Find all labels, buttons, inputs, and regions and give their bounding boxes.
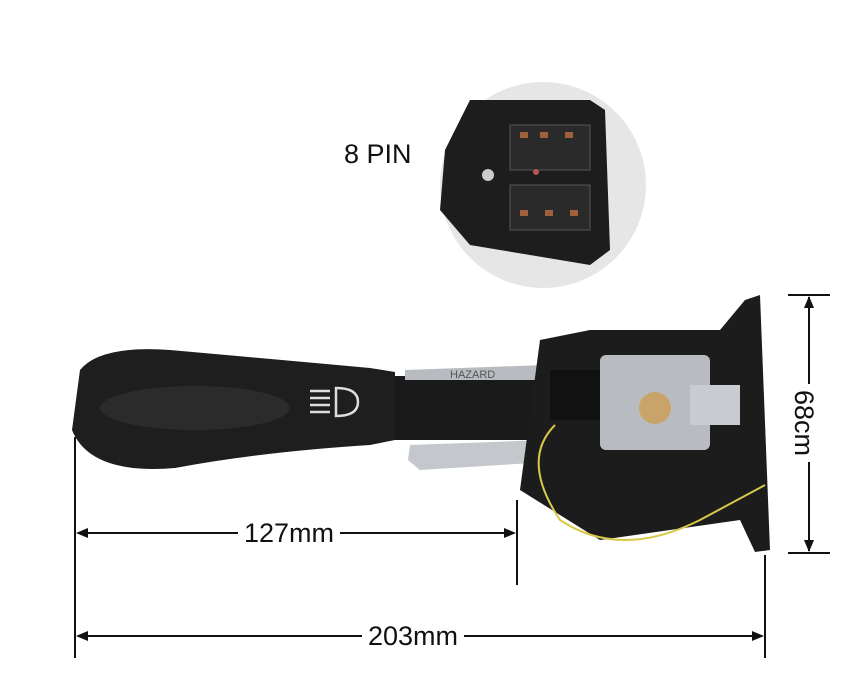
switch-body [520, 295, 770, 552]
hazard-embossing: HAZARD [450, 369, 495, 381]
connector-inset [440, 82, 646, 288]
headlight-icon [310, 386, 360, 418]
pin-count-label: 8 PIN [344, 139, 412, 169]
height-label: 68cm [789, 383, 820, 463]
lever-handle [72, 349, 555, 470]
total-length-label: 203mm [362, 621, 465, 651]
handle-length-label: 127mm [238, 518, 341, 548]
